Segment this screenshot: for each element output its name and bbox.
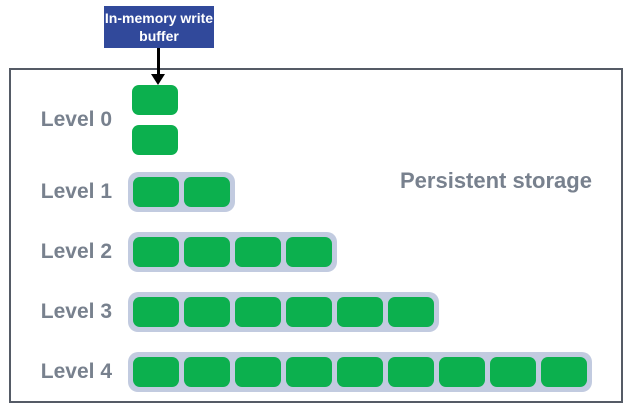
sstable-block [184,177,230,207]
level-3-label: Level 3 [40,300,112,323]
sstable-block [132,85,178,115]
level-1-run [128,172,235,212]
sstable-block [184,357,230,387]
sstable-block [133,297,179,327]
sstable-block [184,297,230,327]
sstable-block [388,357,434,387]
sstable-block [235,237,281,267]
sstable-block [388,297,434,327]
in-memory-write-buffer-box: In-memory write buffer [104,6,214,48]
level-0-blocks [132,85,178,155]
sstable-block [286,237,332,267]
sstable-block [439,357,485,387]
sstable-block [184,237,230,267]
level-3-run [128,292,439,332]
sstable-block [286,297,332,327]
level-2-label: Level 2 [40,240,112,263]
down-arrow-head-icon [151,74,165,85]
sstable-block [490,357,536,387]
sstable-block [337,357,383,387]
sstable-block [337,297,383,327]
down-arrow-icon [157,48,160,76]
sstable-block [235,297,281,327]
sstable-block [235,357,281,387]
level-4-run [128,352,592,392]
sstable-block [286,357,332,387]
level-0-label: Level 0 [40,108,112,131]
sstable-block [133,177,179,207]
sstable-block [133,237,179,267]
level-2-run [128,232,337,272]
sstable-block [133,357,179,387]
sstable-block [132,125,178,155]
sstable-block [541,357,587,387]
persistent-storage-caption: Persistent storage [400,168,592,193]
level-1-label: Level 1 [40,180,112,203]
level-4-label: Level 4 [40,360,112,383]
